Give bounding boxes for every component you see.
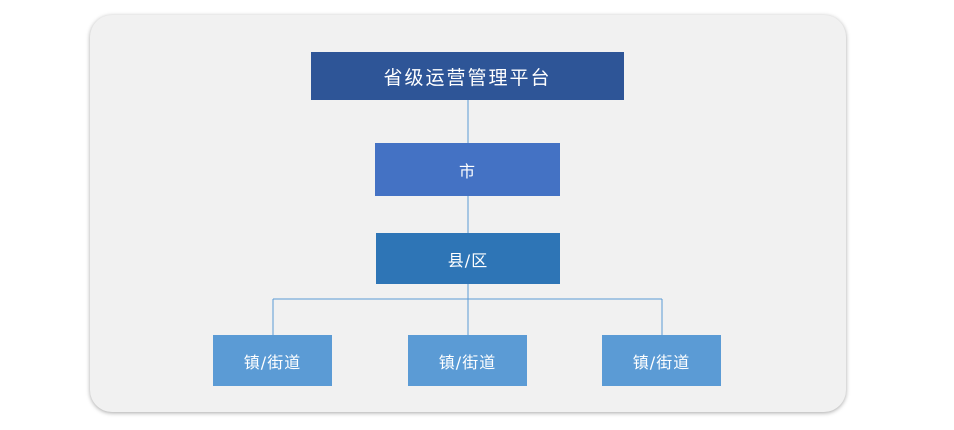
node-town-street-label: 镇/街道: [438, 352, 497, 372]
node-town-street-1: 镇/街道: [213, 335, 332, 386]
node-county-district: 县/区: [376, 233, 560, 284]
node-provincial-platform: 省级运营管理平台: [311, 52, 624, 100]
node-town-street-label: 镇/街道: [632, 352, 691, 372]
node-town-street-2: 镇/街道: [408, 335, 527, 386]
node-city: 市: [375, 143, 560, 196]
node-town-street-3: 镇/街道: [602, 335, 721, 386]
node-city-label: 市: [458, 161, 476, 181]
node-town-street-label: 镇/街道: [243, 352, 302, 372]
node-county-district-label: 县/区: [447, 250, 489, 270]
node-provincial-platform-label: 省级运营管理平台: [383, 66, 552, 89]
